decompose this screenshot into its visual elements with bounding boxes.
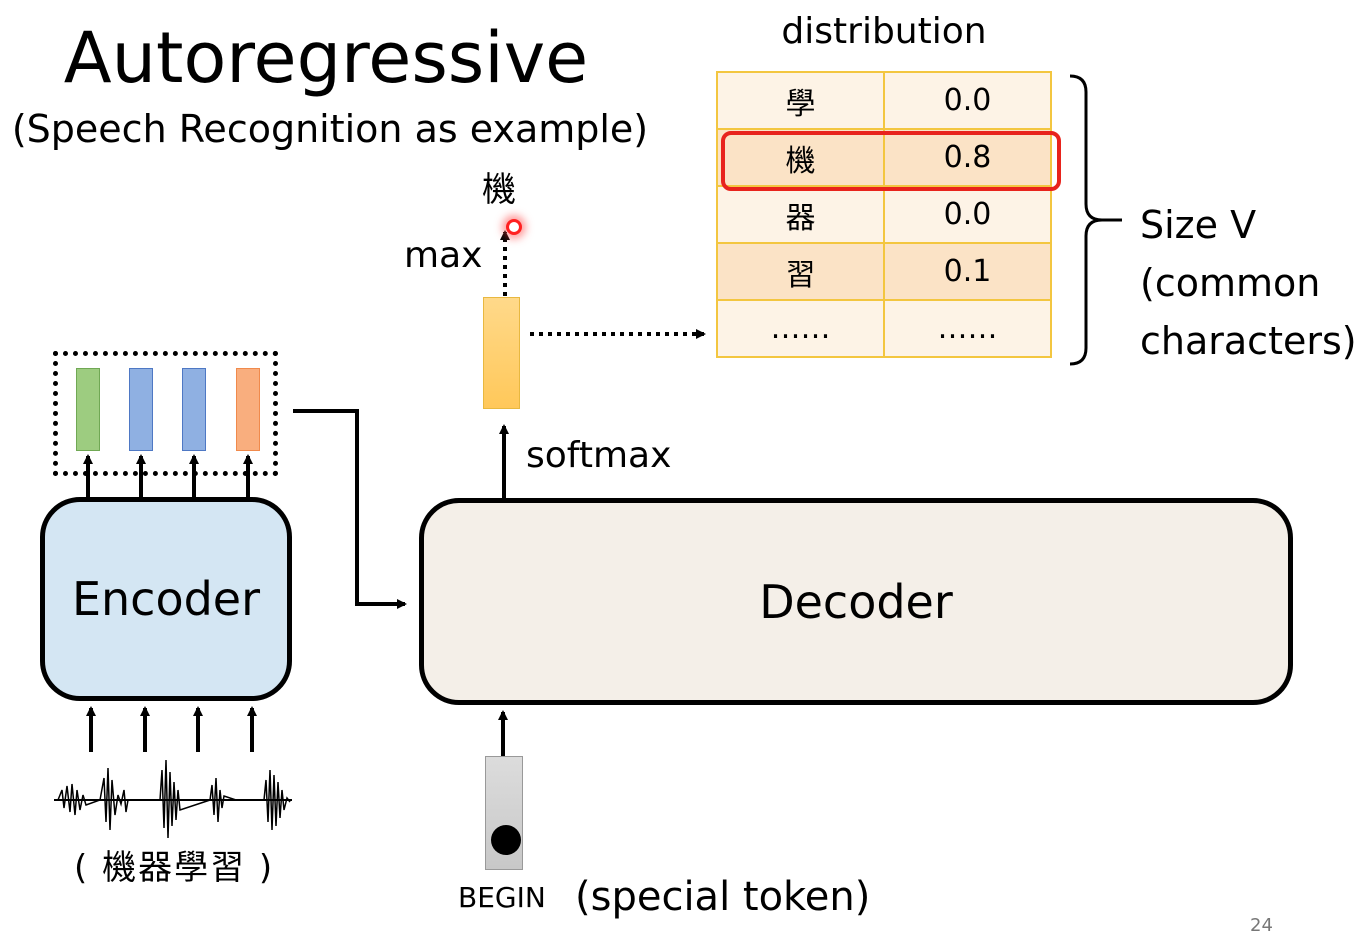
size-line-2: (common	[1140, 261, 1321, 305]
audio-waveform-icon	[54, 759, 292, 839]
encoder-output-vector	[76, 368, 100, 451]
table-row: 學 0.0	[716, 71, 1052, 130]
encoder-block: Encoder	[40, 497, 292, 701]
vocab-size-label: Size V (common characters)	[1140, 196, 1357, 370]
encoder-label: Encoder	[71, 572, 261, 626]
begin-label: BEGIN	[458, 881, 546, 914]
page-number: 24	[1250, 915, 1273, 936]
cross-attention-arrow-icon	[293, 409, 407, 609]
size-line-3: characters)	[1140, 319, 1357, 363]
prob-cell: 0.0	[883, 185, 1052, 244]
char-cell: ……	[716, 299, 885, 358]
table-row: 機 0.8	[716, 128, 1052, 187]
table-row: 器 0.0	[716, 185, 1052, 244]
pointer-cursor-icon	[506, 219, 522, 235]
char-cell: 器	[716, 185, 885, 244]
distribution-table: 學 0.0 機 0.8 器 0.0 習 0.1 …… ……	[716, 71, 1052, 358]
begin-token-dot-icon	[491, 825, 521, 855]
encoder-output-vector	[236, 368, 260, 451]
audio-caption: ( 機器學習 )	[74, 848, 275, 888]
char-cell: 習	[716, 242, 885, 301]
decoder-block: Decoder	[419, 498, 1293, 705]
prob-cell: 0.0	[883, 71, 1052, 130]
input-feature-vector	[183, 754, 208, 837]
slide-subtitle: (Speech Recognition as example)	[11, 107, 649, 151]
input-feature-vector	[238, 754, 263, 837]
size-line-1: Size V	[1140, 203, 1257, 247]
slide-title: Autoregressive	[63, 17, 589, 99]
decoder-label: Decoder	[759, 574, 953, 629]
char-cell: 機	[716, 128, 885, 187]
encoder-output-vector	[182, 368, 206, 451]
prob-cell: 0.8	[883, 128, 1052, 187]
special-token-label: (special token)	[575, 874, 871, 920]
begin-token-vector	[485, 756, 523, 870]
output-distribution-vector	[483, 297, 520, 409]
curly-brace-icon	[1069, 74, 1122, 366]
input-feature-vector	[76, 754, 101, 837]
encoder-output-vector	[129, 368, 153, 451]
encoder-output-frame	[53, 351, 278, 476]
max-label: max	[404, 235, 483, 276]
softmax-label: softmax	[526, 435, 672, 476]
table-row: 習 0.1	[716, 242, 1052, 301]
max-highlight-box	[721, 131, 1061, 191]
output-char: 機	[482, 170, 516, 210]
char-cell: 學	[716, 71, 885, 130]
table-row: …… ……	[716, 299, 1052, 358]
input-feature-vector	[131, 754, 156, 837]
distribution-label: distribution	[781, 11, 987, 52]
prob-cell: ……	[883, 299, 1052, 358]
prob-cell: 0.1	[883, 242, 1052, 301]
